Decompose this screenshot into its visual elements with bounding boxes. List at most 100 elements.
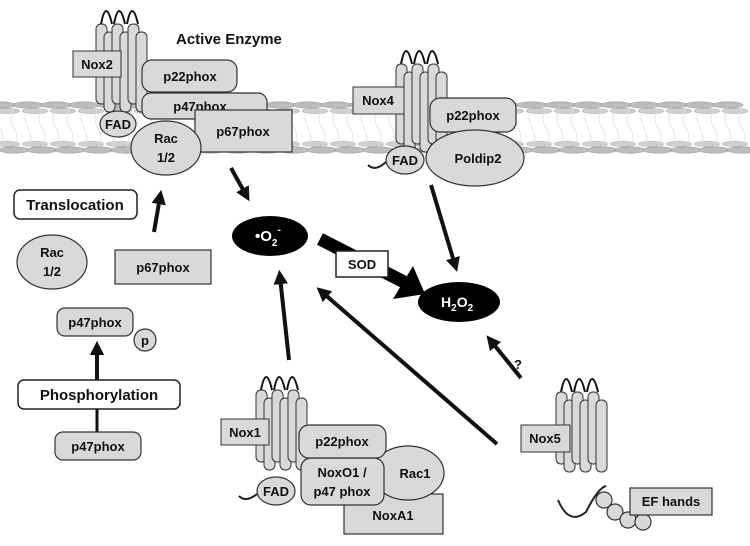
lipid-tail: [0, 108, 4, 149]
nox2-p22phox-label: p22phox: [163, 69, 217, 84]
ef-hand-bead: [606, 503, 624, 521]
p47phox-phosphorylated-label: p47phox: [68, 315, 122, 330]
question-mark: ?: [514, 357, 522, 372]
lipid-tail: [94, 107, 102, 149]
nox4-fad: [385, 145, 425, 175]
lipid-tail: [528, 107, 536, 149]
coil-loop: [100, 10, 113, 25]
lipid-tail: [66, 107, 74, 149]
lipid-tail: [556, 107, 564, 149]
arrow-nox4-to-h2o2: [429, 184, 460, 272]
superoxide-sup: -: [277, 225, 280, 236]
rac-cytosolic: [16, 234, 88, 290]
lipid-tail: [318, 107, 326, 149]
lipid-tail: [710, 107, 718, 149]
nox1-label: Nox1: [229, 425, 261, 440]
noxa1: [343, 493, 444, 535]
nox4-box: [352, 86, 405, 115]
lipid-tail: [304, 107, 312, 149]
superoxide-symbol: •O: [255, 228, 272, 245]
nox5-coil-loops: [560, 378, 599, 393]
sod-arrow-head: [393, 266, 425, 299]
translocation-box: [13, 189, 138, 220]
nox2-rac-label-2: 1/2: [157, 150, 175, 165]
nox4-poldip2-label: Poldip2: [455, 151, 502, 166]
arrow-nox2-to-superoxide: [229, 167, 250, 202]
superoxide-sub: 2: [272, 238, 278, 249]
ef-hands-label: EF hands: [642, 494, 701, 509]
nox2-coil-loops: [100, 10, 139, 25]
coil-loop: [426, 50, 439, 65]
lipid-head: [726, 146, 750, 154]
lipid-head: [721, 141, 749, 147]
lipid-tail: [52, 107, 60, 149]
nox1-fad-label: FAD: [263, 484, 289, 499]
lipid-tail: [346, 107, 354, 149]
sod-label: SOD: [348, 257, 376, 272]
lipid-head: [357, 141, 385, 147]
ef-hands-box: [629, 487, 713, 516]
coil-loop: [413, 50, 426, 65]
superoxide-label: •O2 -: [255, 225, 281, 249]
sod-box: [335, 250, 389, 278]
lipid-head: [49, 141, 77, 147]
nox1-p22phox-label: p22phox: [315, 434, 369, 449]
noxo1-label-1: NoxO1 /: [317, 465, 367, 480]
lipid-head: [0, 141, 21, 147]
arrow-nox5-to-superoxide: [316, 287, 499, 446]
coil-loop: [586, 378, 599, 393]
ef-hand-bead: [634, 513, 652, 531]
phosphate-p-label: p: [141, 333, 149, 348]
p47phox-cytosolic: [54, 431, 142, 461]
nox2-box: [72, 50, 122, 78]
arrow-nox5-to-h2o2: [486, 335, 523, 380]
arrow-nox1-to-superoxide: [273, 269, 291, 361]
nox2-p67phox: [194, 109, 293, 153]
nox4-p22phox-label: p22phox: [446, 108, 500, 123]
p47phox-cytosolic-label: p47phox: [71, 439, 125, 454]
lipid-head: [516, 101, 548, 109]
coil-loop: [400, 50, 413, 65]
ef-hand-bead: [595, 491, 613, 509]
lipid-head: [329, 141, 357, 147]
coil-loop: [286, 376, 299, 391]
translocation-label: Translocation: [26, 197, 124, 214]
lipid-tail: [598, 107, 606, 149]
h2o2-o: O: [457, 294, 468, 310]
lipid-tail: [38, 107, 46, 149]
lipid-tail: [654, 107, 662, 149]
lipid-head: [301, 141, 329, 147]
nox2-rac-label-1: Rac: [154, 131, 178, 146]
lipid-head: [600, 101, 632, 109]
lipid-tail: [542, 107, 550, 149]
h2o2-sub1: 2: [451, 303, 457, 314]
coil-loop: [260, 376, 273, 391]
lipid-head: [553, 141, 581, 147]
lipid-tail: [612, 107, 620, 149]
nox5-label: Nox5: [529, 431, 561, 446]
helix: [595, 399, 608, 473]
lipid-tail: [80, 107, 88, 149]
coil-loop: [273, 376, 286, 391]
lipid-tail: [682, 107, 690, 149]
coil-loop: [560, 378, 573, 393]
lipid-head: [628, 101, 660, 109]
lipid-tail: [668, 107, 676, 149]
phosphorylation-label: Phosphorylation: [40, 387, 158, 404]
h2o2-node: [418, 282, 500, 322]
lipid-head: [609, 141, 637, 147]
nox1-transmembrane-helices: [255, 389, 308, 471]
lipid-head: [292, 101, 324, 109]
lipid-head: [684, 101, 716, 109]
nox2-label: Nox2: [81, 57, 113, 72]
lipid-tail: [10, 107, 18, 149]
coil-loop: [113, 10, 126, 25]
coil-loop: [126, 10, 139, 25]
phosphorylation-box: [17, 379, 181, 410]
p47phox-phosphorylated: [56, 307, 134, 337]
noxo1-label-2: p47 phox: [313, 484, 371, 499]
arrow-translocation: [151, 189, 166, 233]
nox2-p22phox: [141, 59, 238, 93]
coil-loop: [573, 378, 586, 393]
